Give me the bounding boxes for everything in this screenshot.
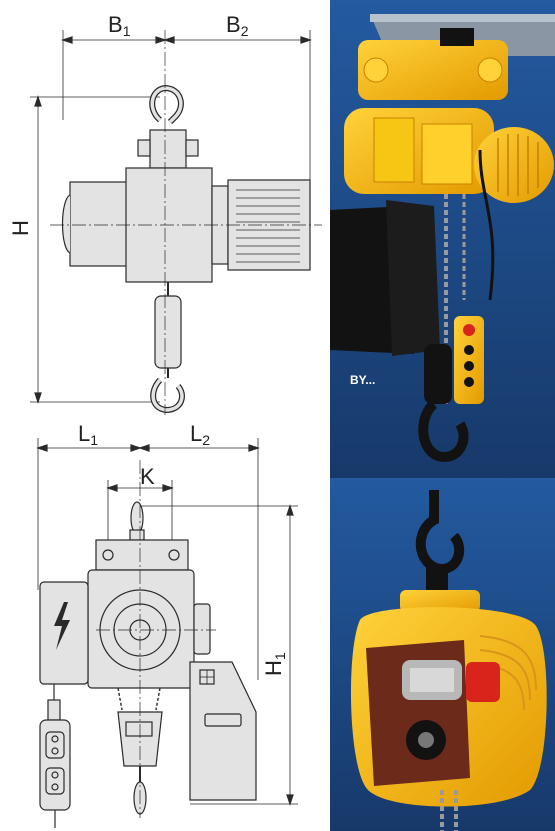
dimension-b2-label: B2	[226, 12, 249, 39]
product-photos: BY...	[330, 0, 555, 831]
technical-drawing: B1 B2 H	[8, 12, 322, 828]
dimension-b1-label: B1	[108, 12, 131, 39]
dimension-h-label: H	[8, 220, 33, 236]
front-view-drawing	[36, 438, 298, 828]
photo-caption: BY...	[350, 373, 375, 387]
dimension-h1-label: H1	[261, 652, 288, 676]
photo-chain-hoist-cutaway	[330, 478, 555, 831]
dimension-k-label: K	[140, 464, 155, 489]
top-view-drawing	[30, 30, 322, 415]
dimension-l1-label: L1	[78, 421, 98, 448]
photo-electric-hoist-with-trolley: BY...	[330, 0, 555, 478]
lightning-icon	[54, 602, 70, 650]
dimension-l2-label: L2	[190, 421, 210, 448]
